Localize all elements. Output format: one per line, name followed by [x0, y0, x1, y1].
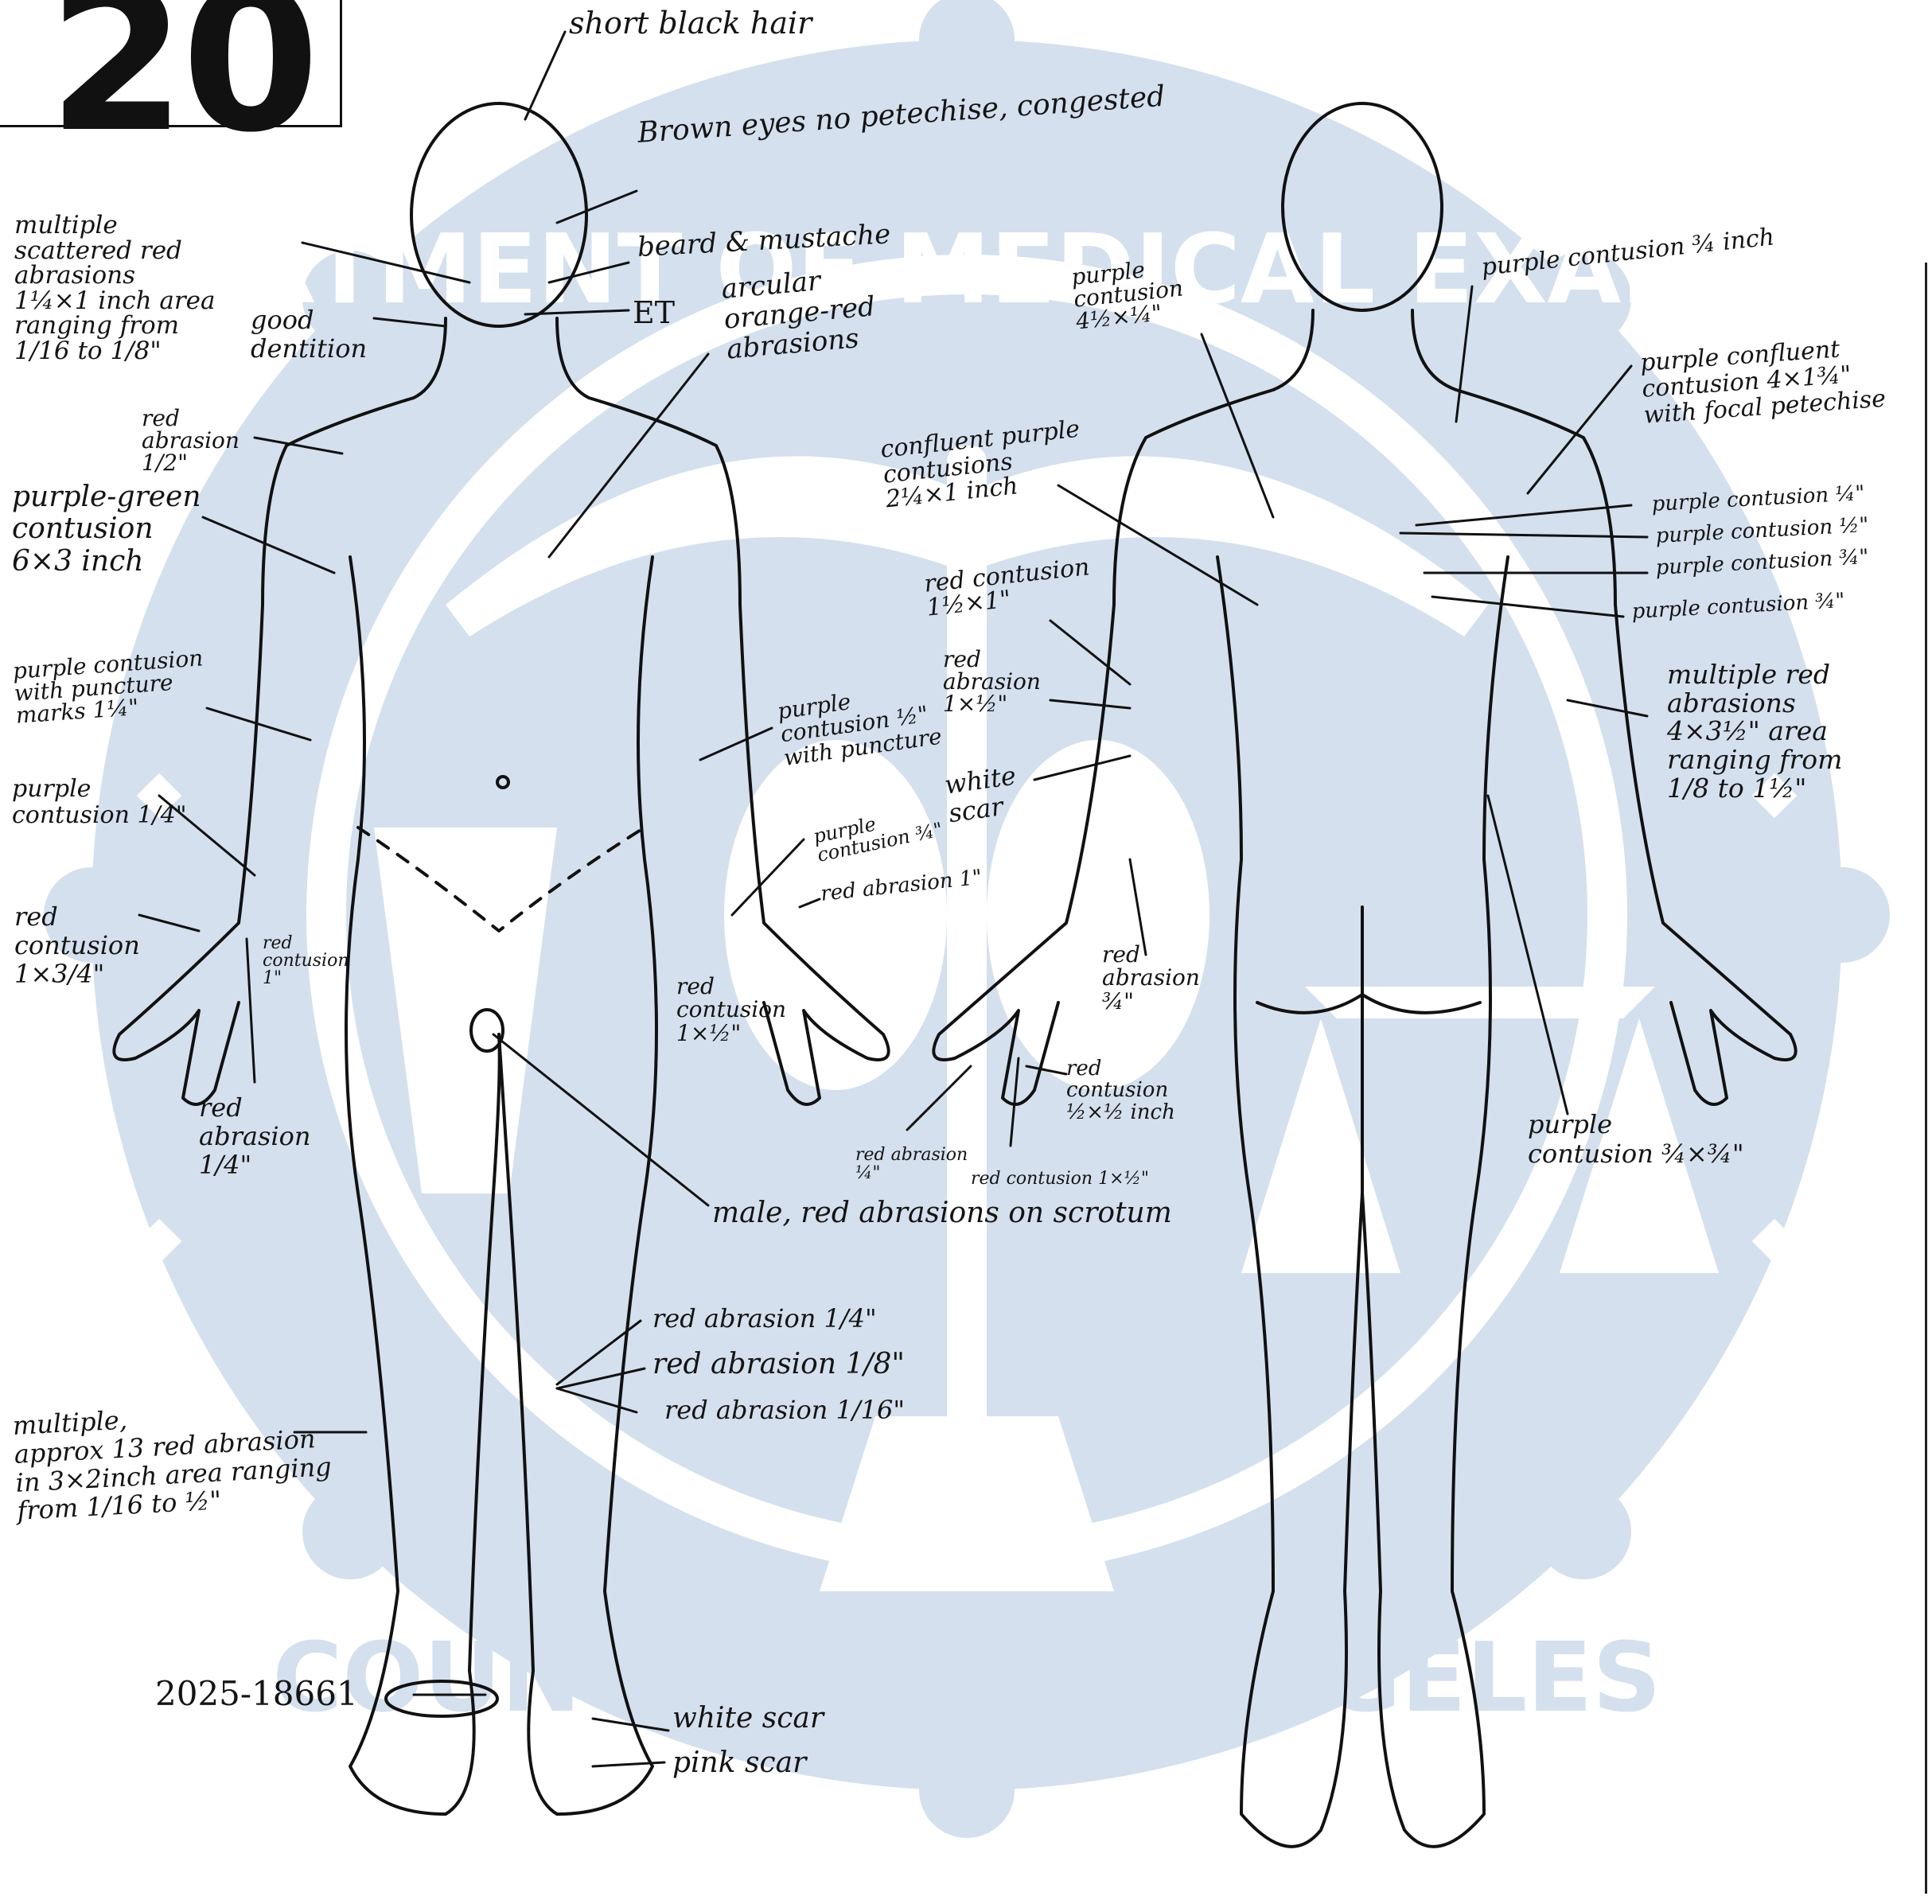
note-knee-2: red abrasion 1/8" [652, 1349, 905, 1380]
note-knee-3: red abrasion 1/16" [664, 1396, 905, 1425]
note-et: ET [633, 296, 675, 330]
note-back-thigh-contusion: purple contusion ¾×¾" [1528, 1110, 1744, 1169]
note-left-wrist-contusion: red contusion 1×½" [676, 975, 786, 1045]
note-arm-contusion: purple-green contusion 6×3 inch [12, 481, 201, 578]
note-scrotum: male, red abrasions on scrotum [712, 1197, 1172, 1229]
note-back-confluent-right: purple confluent contusion 4×1¾" with fo… [1639, 333, 1887, 429]
note-chest-abrasions: arcular orange-red abrasions [720, 261, 879, 364]
note-hair: short black hair [569, 6, 812, 41]
note-back-wrist-abrasion: red abrasion ¾" [1102, 943, 1200, 1013]
note-shoulder-abrasion: red abrasion 1/2" [142, 407, 240, 474]
note-back-finger-abrasion: red abrasion ¼" [855, 1146, 968, 1182]
note-pink-scar: pink scar [672, 1747, 806, 1779]
page-number: 20 [48, 0, 315, 176]
note-back-white-scar: white scar [943, 761, 1022, 827]
note-face-abrasions: multiple scattered red abrasions 1¼×1 in… [14, 213, 216, 364]
note-back-hand-contusion: red contusion ½×½ inch [1066, 1058, 1175, 1123]
note-leg-abrasions: multiple, approx 13 red abrasion in 3×2i… [12, 1396, 333, 1526]
note-back-elbow-abrasion: red abrasion 1×½" [943, 648, 1041, 715]
note-dentition: good dentition [251, 306, 367, 364]
note-back-shoulder: purple contusion 4½×¼" [1070, 255, 1186, 333]
note-white-scar: white scar [672, 1703, 824, 1735]
note-forearm-puncture: purple contusion with puncture marks 1¼" [12, 647, 207, 727]
note-hand-abrasion: red abrasion 1/4" [199, 1094, 310, 1179]
seal-bottom-text: COUNTY OF LOS ANGELES [272, 1623, 1661, 1734]
note-wrist-contusion: red contusion 1×3/4" [14, 903, 140, 988]
note-back-finger-contusion: red contusion 1×½" [971, 1170, 1149, 1190]
note-knee-1: red abrasion 1/4" [652, 1305, 877, 1334]
medical-examiner-seal: DEPARTMENT OF MEDICAL EXAMINER COUNTY OF… [0, 0, 1932, 1838]
note-tag: 2025-18661 [155, 1675, 358, 1712]
note-forearm-contusion: purple contusion 1/4" [12, 776, 187, 828]
page-number-box: 20 [0, 0, 342, 127]
right-border-line [1925, 263, 1927, 1894]
note-back-forearm-abrasions: multiple red abrasions 4×3½" area rangin… [1667, 660, 1842, 802]
note-wrist-contusion-2: red contusion 1" [263, 935, 349, 987]
